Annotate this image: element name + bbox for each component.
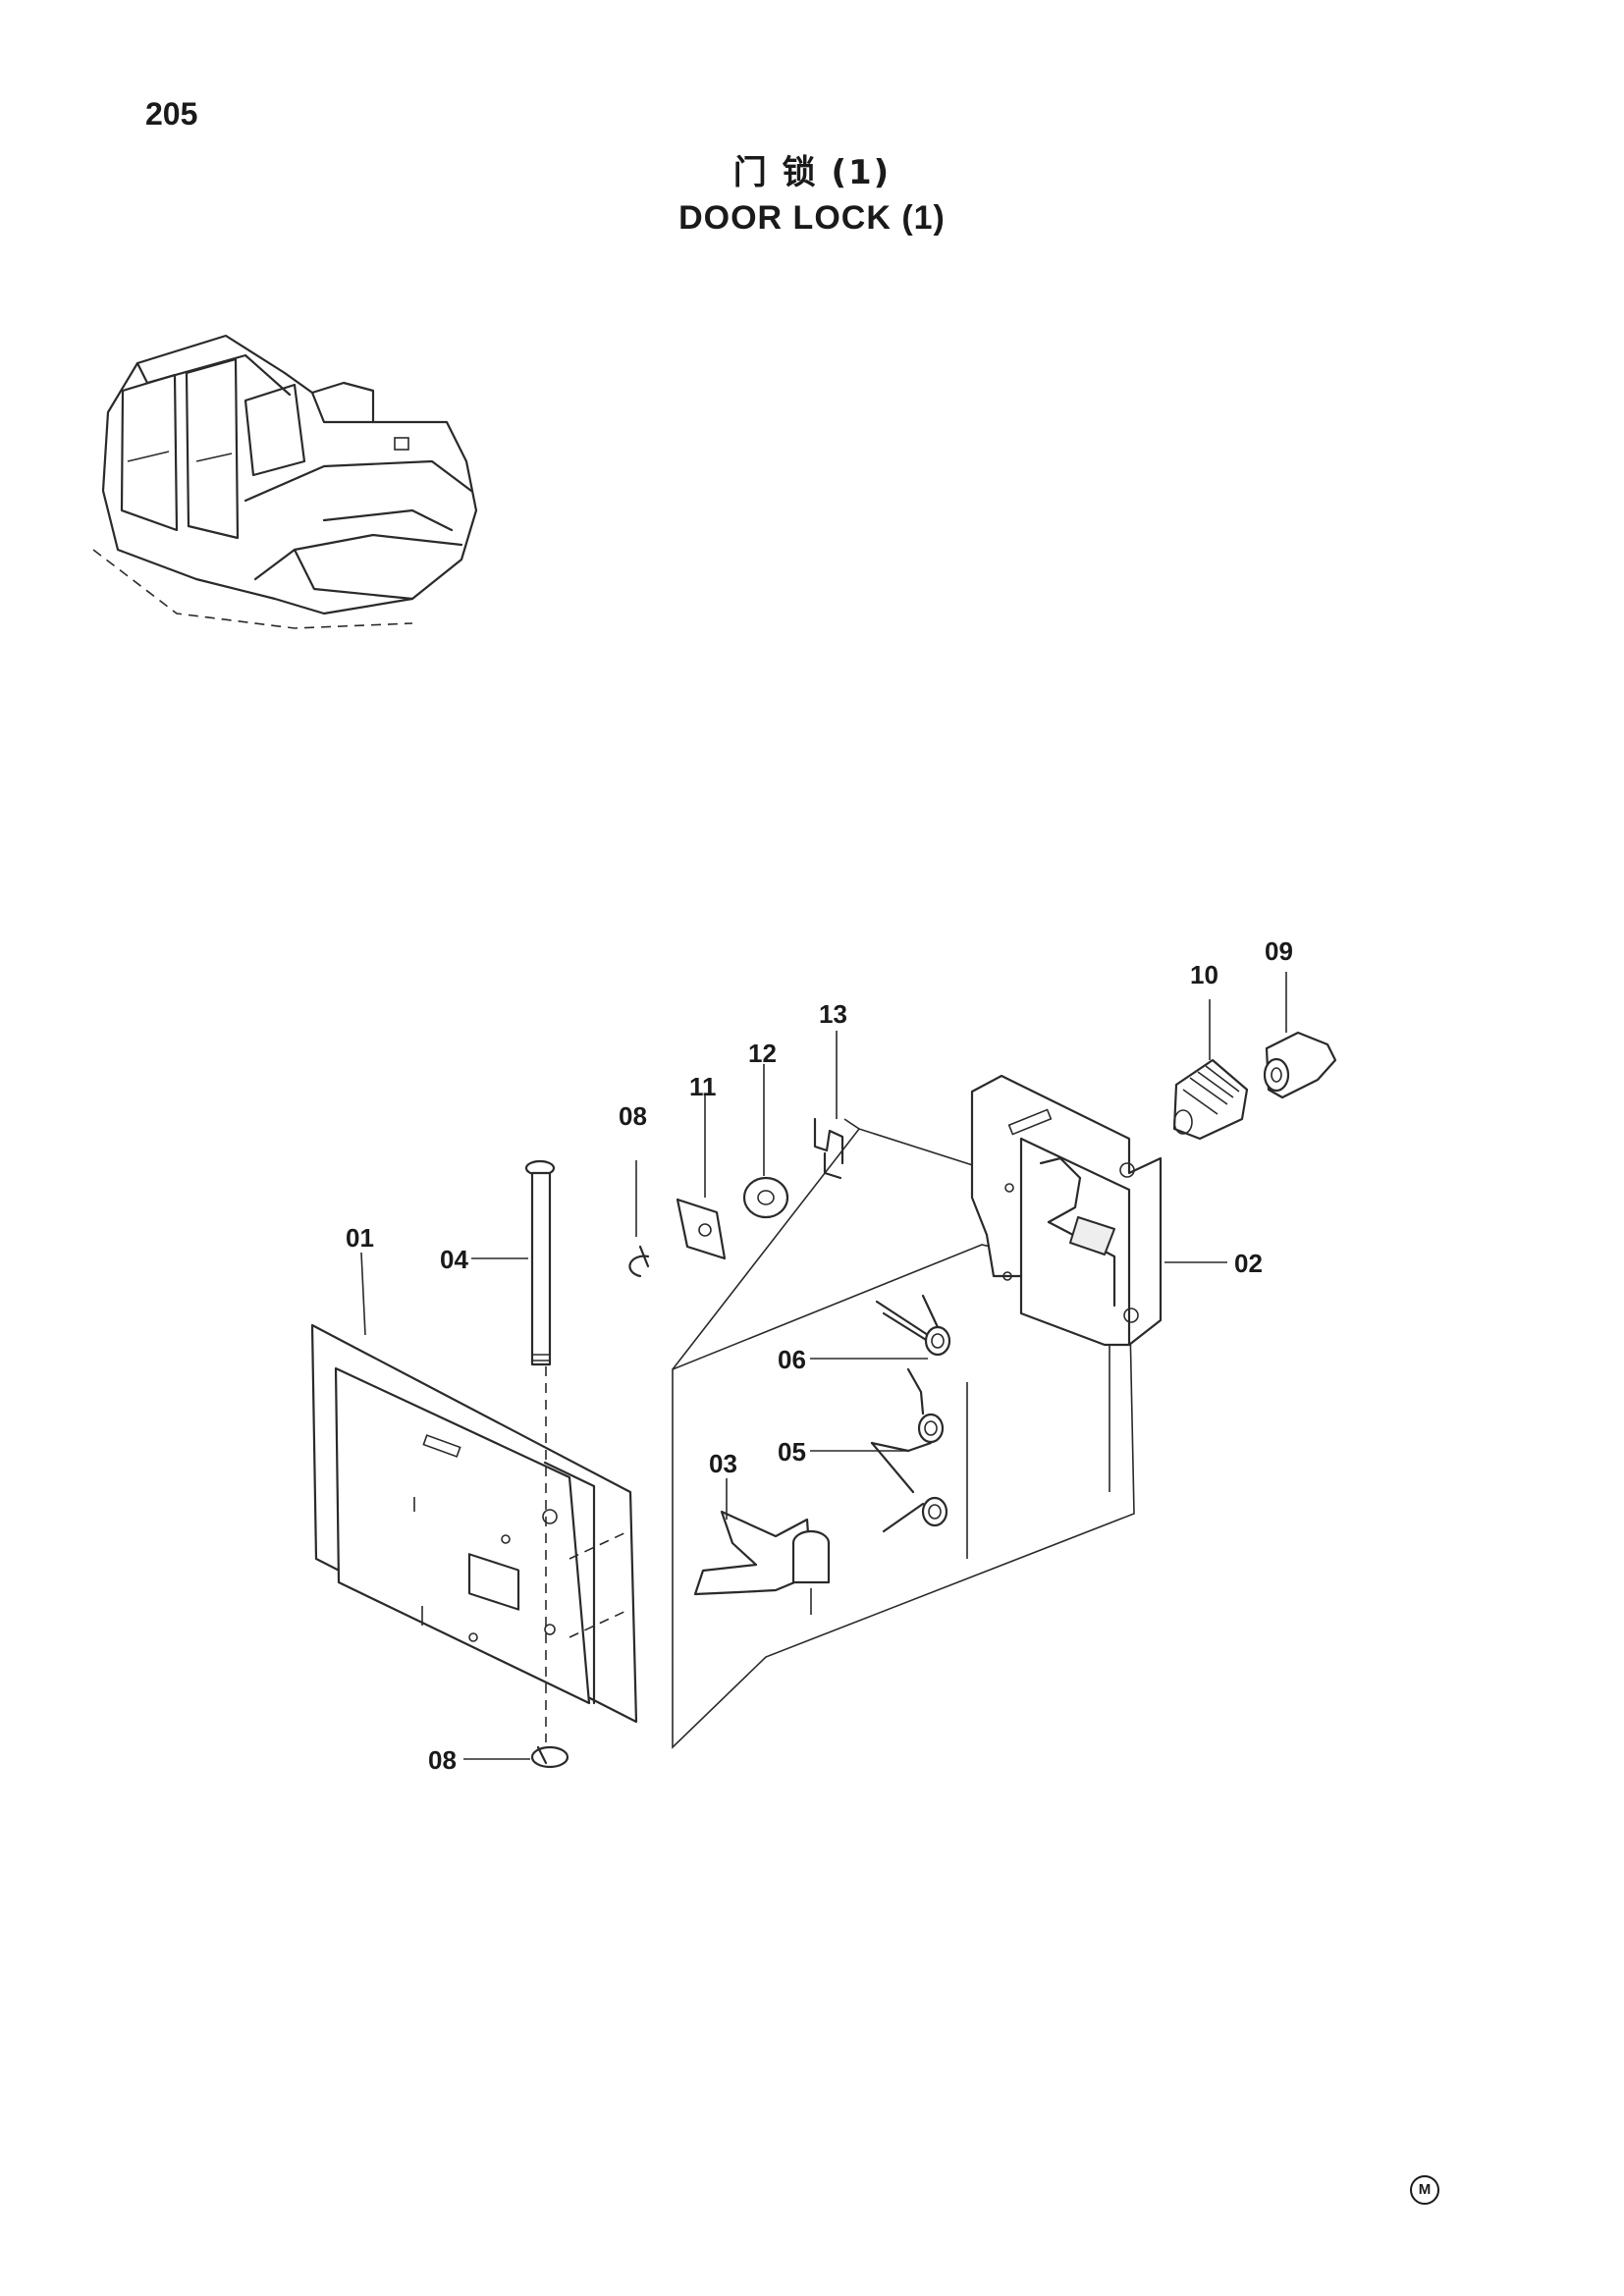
callout-05: 05 xyxy=(778,1437,806,1467)
callout-01: 01 xyxy=(346,1223,374,1253)
callout-08-bottom: 08 xyxy=(428,1745,457,1775)
callout-02: 02 xyxy=(1234,1249,1263,1278)
part-09-knob xyxy=(1263,1031,1337,1099)
part-04-pin xyxy=(524,1159,556,1742)
callout-10: 10 xyxy=(1190,960,1218,989)
callout-04: 04 xyxy=(440,1245,468,1274)
excavator-cab-thumbnail xyxy=(92,334,478,629)
title-chinese: 门 锁 (1) xyxy=(732,153,892,192)
part-06-spring xyxy=(875,1294,951,1357)
part-08-clip-bottom xyxy=(530,1745,569,1769)
part-13-spring-clip xyxy=(813,1117,844,1180)
callout-labels: 01 02 03 04 05 06 08 08 09 10 11 12 13 xyxy=(346,936,1293,1775)
part-08-clip-top xyxy=(628,1245,650,1278)
part-12-washer xyxy=(742,1176,789,1219)
page-number: 205 xyxy=(145,96,198,132)
part-01-lock-body xyxy=(310,1323,638,1724)
callout-11: 11 xyxy=(689,1072,717,1101)
part-11-plate xyxy=(676,1198,727,1260)
leader-lines xyxy=(360,972,1287,1760)
part-03-latch xyxy=(693,1510,831,1615)
callout-09: 09 xyxy=(1265,936,1293,966)
title-english: DOOR LOCK (1) xyxy=(678,199,946,237)
page-title: 门 锁 (1) DOOR LOCK (1) xyxy=(0,145,1624,238)
callout-13: 13 xyxy=(819,999,847,1029)
callout-03: 03 xyxy=(709,1449,737,1478)
callout-06: 06 xyxy=(778,1345,806,1374)
callout-08-top: 08 xyxy=(619,1101,647,1131)
part-02-bracket xyxy=(970,1074,1163,1347)
corner-mark: M xyxy=(1410,2175,1439,2205)
callout-12: 12 xyxy=(748,1039,777,1068)
part-10-threaded-collar xyxy=(1172,1058,1249,1141)
part-05-spring xyxy=(870,1367,948,1533)
